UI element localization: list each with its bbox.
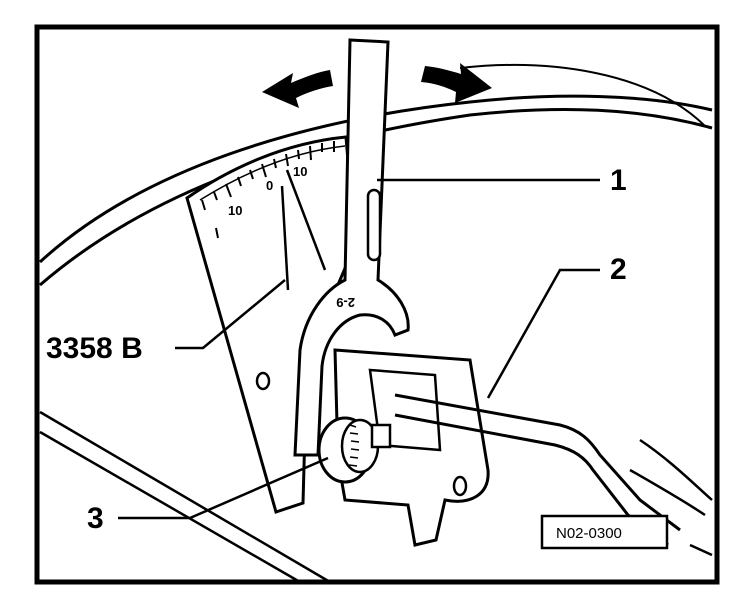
callout-3: 3 (87, 502, 104, 535)
reference-box: N02-0300 (540, 514, 669, 550)
adjusting-lever: 2-9 (293, 38, 410, 457)
callout-tool-3358b: 3358 B (46, 332, 143, 365)
background-lines (39, 410, 713, 584)
scale-label-right-10: 10 (293, 164, 307, 179)
reference-code: N02-0300 (556, 525, 622, 542)
lever-mark: 2-9 (336, 295, 355, 310)
angle-scale-ticks (201, 141, 335, 211)
scale-label-left-10: 10 (228, 203, 242, 218)
callout-2: 2 (610, 253, 627, 286)
wheel-arcs (38, 64, 713, 287)
arrow-left-icon (262, 70, 333, 108)
callout-1: 1 (610, 164, 627, 197)
protractor-hole (255, 371, 271, 391)
arrow-right-icon (421, 63, 492, 103)
clamp-hole (452, 475, 468, 497)
lever-slot (366, 188, 382, 262)
tie-rod (394, 393, 681, 547)
scale-label-zero: 0 (266, 178, 273, 193)
leader-lines (118, 178, 600, 520)
knurled-screw (317, 416, 392, 484)
